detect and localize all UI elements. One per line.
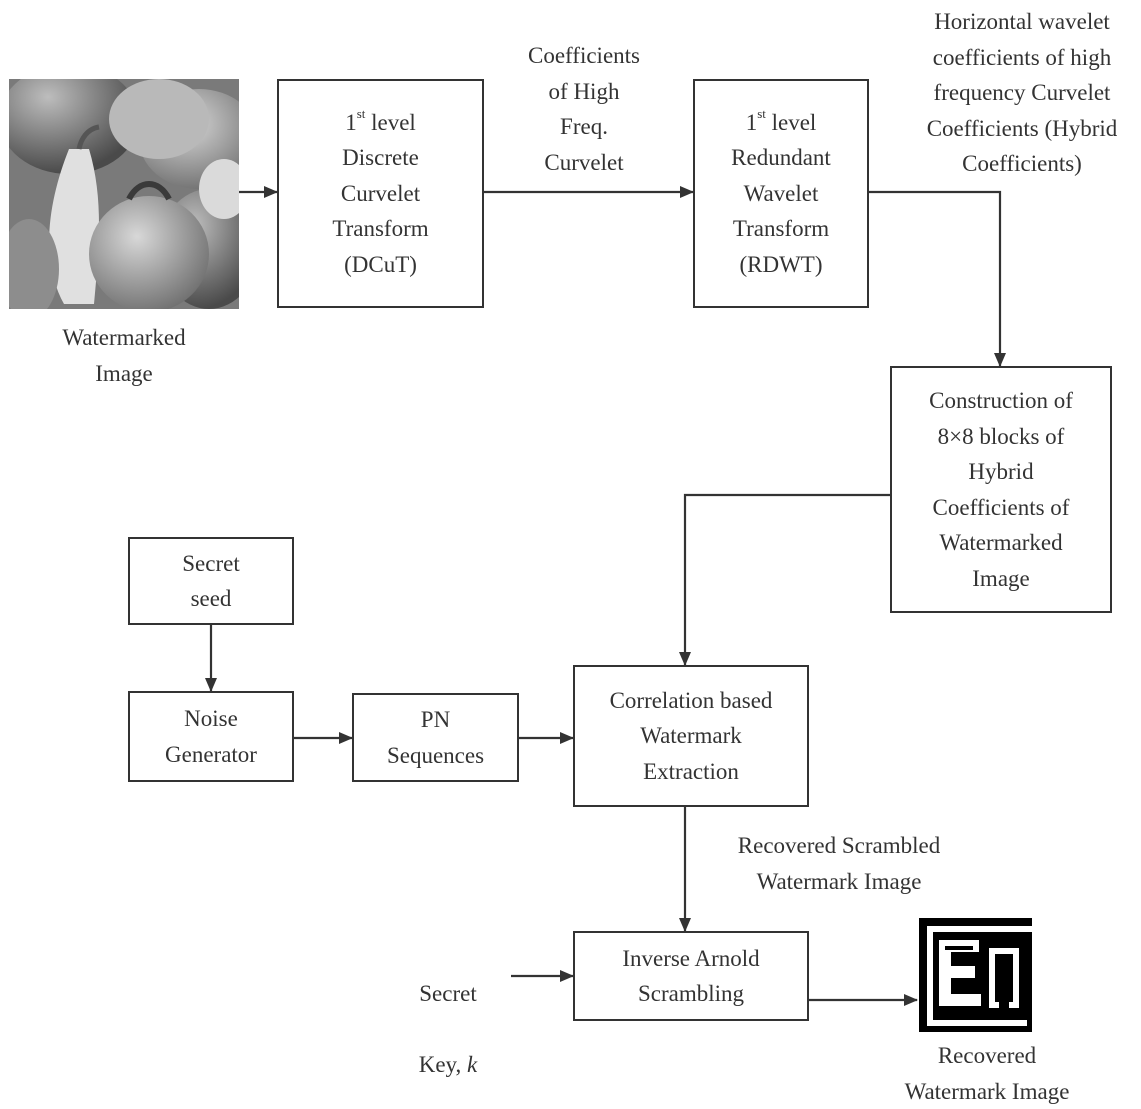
recovered-watermark-caption: Recovered Watermark Image [904,1043,1070,1104]
dcut-box: 1st level Discrete Curvelet Transform (D… [277,79,484,308]
dcut-label: 1st level Discrete Curvelet Transform (D… [332,105,429,277]
watermarked-image-caption: Watermarked Image [62,325,186,386]
secret-key-line1: Secret [419,980,477,1006]
correlation-extraction-label: Correlation based Watermark Extraction [609,687,773,784]
noise-generator-label: Noise Generator [165,706,257,767]
arrow-rdwt-to-blocks [869,190,1006,367]
secret-key-line2: Key, [418,1051,468,1077]
hybrid-blocks-box: Construction of 8×8 blocks of Hybrid Coe… [890,366,1112,613]
pn-sequences-label: PN Sequences [386,707,485,768]
secret-seed-box: Secret seed [128,537,294,625]
pn-sequences-box: PN Sequences [352,693,519,782]
recovered-scrambled-caption: Recovered Scrambled Watermark Image [737,833,941,894]
correlation-extraction-box: Correlation based Watermark Extraction [573,665,809,807]
inverse-arnold-label: Inverse Arnold Scrambling [622,945,760,1007]
secret-seed-label: Secret seed [182,550,240,612]
rdwt-box: 1st level Redundant Wavelet Transform (R… [693,79,869,308]
recovered-watermark-image [919,918,1032,1032]
hybrid-blocks-label: Construction of 8×8 blocks of Hybrid Coe… [929,388,1073,591]
secret-key-caption: Secret Key, k [398,940,498,1082]
rdwt-label: 1st level Redundant Wavelet Transform (R… [731,105,831,277]
noise-generator-box: Noise Generator [128,691,294,782]
hybrid-coefficients-caption: Horizontal wavelet coefficients of high … [926,9,1118,176]
high-freq-curvelet-caption: Coefficients of High Freq. Curvelet [528,43,640,175]
watermarked-image-photo [9,79,239,309]
secret-key-variable: k [467,1051,478,1077]
inverse-arnold-box: Inverse Arnold Scrambling [573,931,809,1021]
arrow-blocks-to-correlation [679,493,890,666]
